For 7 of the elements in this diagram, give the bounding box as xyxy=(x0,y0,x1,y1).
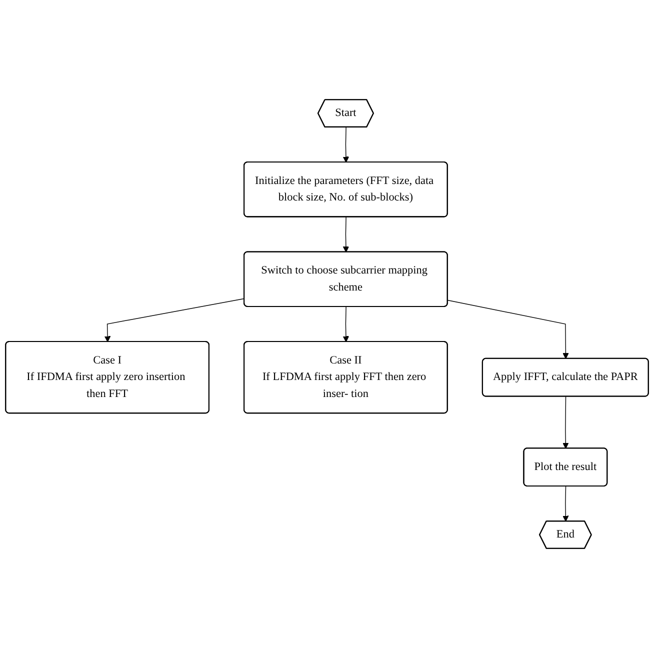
arrow xyxy=(447,300,569,359)
arrow xyxy=(562,486,569,522)
arrow xyxy=(342,126,350,163)
arrow xyxy=(342,216,350,252)
arrow xyxy=(342,306,350,342)
arrow xyxy=(562,396,569,449)
arrow xyxy=(104,298,245,342)
